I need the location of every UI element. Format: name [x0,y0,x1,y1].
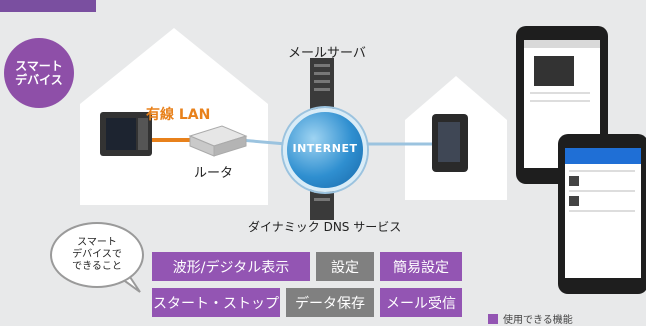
feature-mail-receive: メール受信 [380,288,462,317]
internet-label: INTERNET [292,142,358,155]
remote-logger [432,114,468,172]
internet-globe: INTERNET [283,108,367,192]
feature-waveform-digital: 波形/デジタル表示 [152,252,310,281]
feature-settings: 設定 [316,252,374,281]
feature-start-stop: スタート・ストップ [152,288,280,317]
data-logger [100,112,152,156]
mail-server-label: メールサーバ [288,46,366,61]
wired-lan-label: 有線 LAN [146,107,211,123]
legend-label: 使用できる機能 [503,315,573,326]
feature-data-save: データ保存 [286,288,374,317]
router [188,125,248,157]
legend-swatch [488,314,498,324]
feature-simple-settings: 簡易設定 [380,252,462,281]
smart-device-badge: スマート デバイス [4,38,74,108]
header-tab [0,0,96,12]
home-house [80,28,268,205]
smartphone-front [558,134,646,294]
router-label: ルータ [194,166,234,181]
dns-service-label: ダイナミック DNS サービス [248,220,402,234]
mail-server [310,58,334,110]
router-link [239,138,287,146]
speech-bubble: スマート デバイスで できること [50,222,144,288]
